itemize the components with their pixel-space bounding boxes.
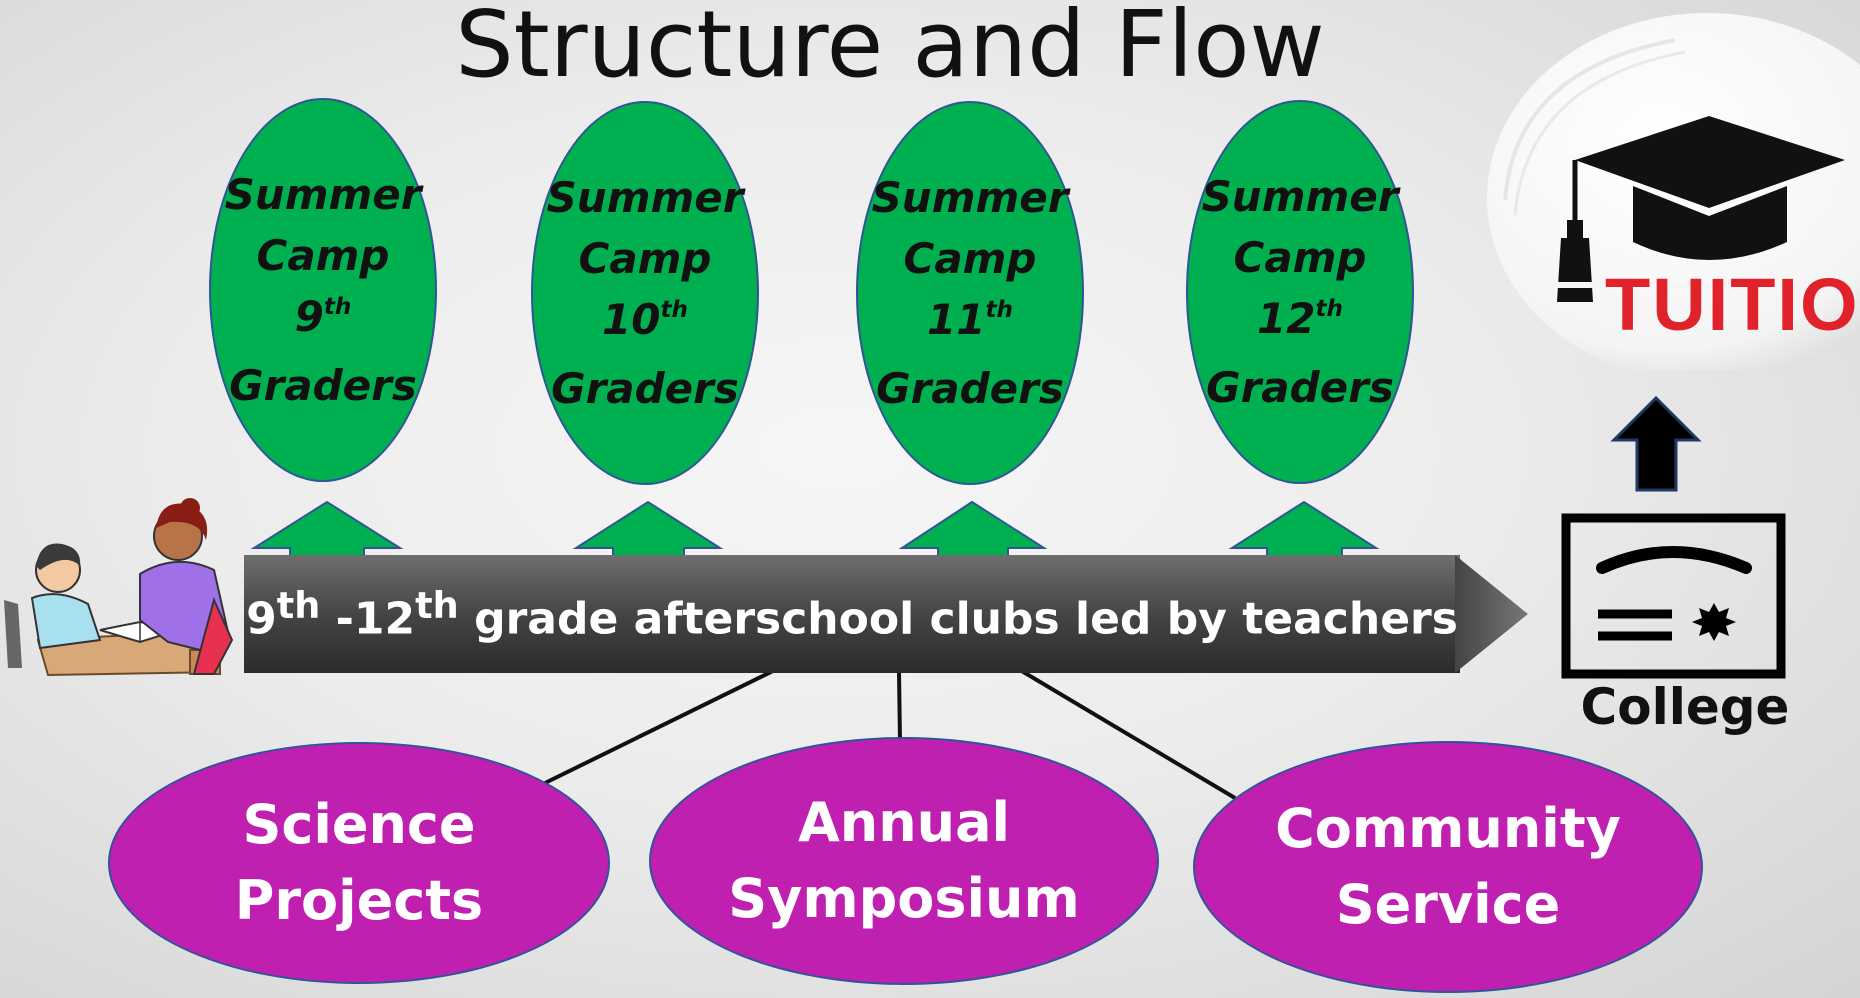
graduation-cap-icon bbox=[1487, 13, 1860, 370]
camp-line1: Summer bbox=[224, 170, 422, 219]
camp-line4: Graders bbox=[229, 361, 417, 410]
summer-camp-10: Summer Camp 10th Graders bbox=[531, 101, 759, 485]
diploma-icon bbox=[1561, 513, 1786, 679]
camp-line2: Camp bbox=[1233, 233, 1367, 282]
camp-line1: Summer bbox=[871, 173, 1069, 222]
camp-grade: 10th bbox=[602, 295, 688, 344]
summer-camp-11: Summer Camp 11th Graders bbox=[856, 101, 1084, 485]
camp-grade: 11th bbox=[927, 295, 1013, 344]
activity-line1: Science bbox=[242, 793, 476, 856]
arrow-up-icon bbox=[250, 500, 1380, 557]
camp-line1: Summer bbox=[1201, 172, 1399, 221]
camp-line2: Camp bbox=[256, 231, 390, 280]
college-label: College bbox=[1580, 678, 1790, 736]
activity-community-service: Community Service bbox=[1193, 741, 1703, 993]
connector-lines bbox=[544, 668, 1237, 800]
activity-line1: Annual bbox=[797, 791, 1011, 854]
summer-camp-9: Summer Camp 9th Graders bbox=[209, 98, 437, 482]
activity-science-projects: Science Projects bbox=[108, 742, 610, 984]
tuition-badge: TUITIO bbox=[1475, 10, 1860, 370]
activity-line2: Projects bbox=[234, 869, 484, 932]
activity-annual-symposium: Annual Symposium bbox=[649, 737, 1159, 985]
camp-line4: Graders bbox=[876, 364, 1064, 413]
page-title: Structure and Flow bbox=[455, 0, 1325, 98]
summer-camp-12: Summer Camp 12th Graders bbox=[1186, 100, 1414, 484]
camp-line2: Camp bbox=[903, 234, 1037, 283]
activity-line2: Symposium bbox=[728, 867, 1080, 930]
afterschool-banner-arrow bbox=[244, 555, 1528, 673]
arrow-up-icon bbox=[1610, 395, 1702, 492]
camp-line4: Graders bbox=[551, 364, 739, 413]
camp-line1: Summer bbox=[546, 173, 744, 222]
students-clipart bbox=[4, 498, 234, 677]
camp-line4: Graders bbox=[1206, 363, 1394, 412]
activity-line2: Service bbox=[1335, 873, 1561, 936]
activity-line1: Community bbox=[1275, 797, 1621, 860]
camp-grade: 12th bbox=[1257, 294, 1343, 343]
afterschool-banner-label: 9th -12th grade afterschool clubs led by… bbox=[246, 583, 1458, 645]
camp-grade: 9th bbox=[294, 292, 352, 341]
camp-line2: Camp bbox=[578, 234, 712, 283]
tuition-logo-text: TUITIO bbox=[1605, 263, 1860, 346]
